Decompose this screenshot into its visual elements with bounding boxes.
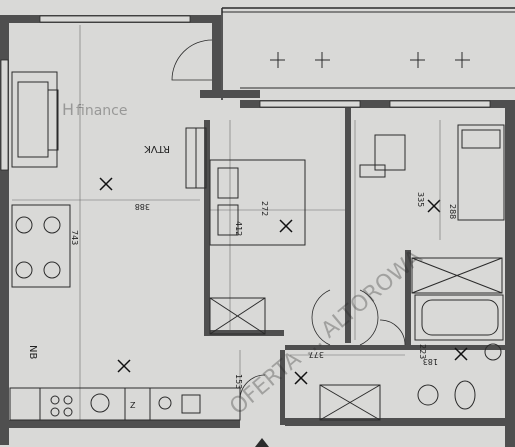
kitchen-counter [9, 387, 241, 421]
rtvk-cabinet [185, 127, 207, 189]
dim-288: 288 [448, 204, 457, 219]
windows [0, 15, 491, 171]
svg-text:finance: finance [76, 103, 127, 119]
light-points [99, 177, 468, 385]
watermark-logo: H finance [62, 100, 127, 119]
dim-272: 272 [260, 201, 269, 216]
dim-153: 153 [234, 374, 243, 389]
sofa [11, 71, 59, 168]
bathtub [414, 294, 504, 341]
sink-wc [417, 343, 502, 410]
doors [171, 39, 406, 401]
dim-183: 183 [423, 357, 438, 366]
interior-walls [204, 108, 505, 425]
dim-412: 412 [234, 221, 243, 236]
svg-text:H: H [62, 100, 74, 119]
washing-machine [411, 257, 503, 294]
nb-label: NB [27, 345, 38, 359]
shower [319, 384, 381, 421]
dimension-lines [12, 25, 441, 420]
dim-377: 377 [309, 350, 324, 359]
bed-2 [457, 124, 505, 221]
dining-set [11, 204, 71, 288]
balcony [221, 7, 515, 100]
bed-1 [209, 159, 306, 246]
dim-388: 388 [135, 202, 150, 211]
dim-743: 743 [70, 230, 79, 245]
z-label: Z [130, 401, 136, 410]
rtvk-label: RTVK [144, 143, 170, 154]
entrance-marker [255, 438, 269, 447]
dim-335: 335 [416, 192, 425, 207]
desk-chair [359, 134, 406, 178]
wardrobe-1 [209, 297, 266, 335]
dim-223: 223 [418, 344, 427, 359]
